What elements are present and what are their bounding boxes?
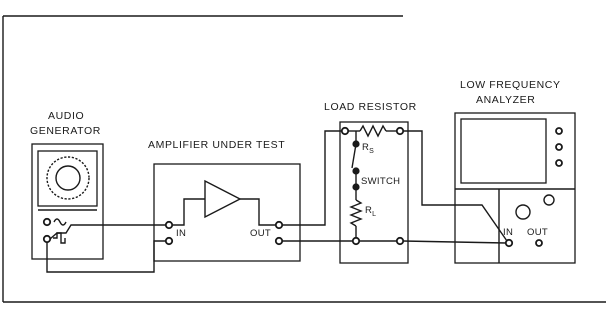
load-resistor-box: RS SWITCH RL	[339, 121, 409, 264]
analyzer-knob-3	[555, 159, 563, 167]
frequency-dial	[46, 156, 90, 200]
analyzer-out-label: OUT	[527, 227, 548, 238]
amp-out-label: OUT	[250, 228, 271, 239]
analyzer-knob-2	[555, 143, 563, 151]
frame	[2, 15, 606, 303]
wiring	[46, 130, 508, 273]
amplifier-label: AMPLIFIER UNDER TEST	[148, 139, 285, 151]
amp-out-terminal	[274, 220, 284, 230]
amp-in-ground-terminal	[164, 236, 174, 246]
load-ground-left-terminal	[351, 236, 361, 246]
analyzer-screen	[460, 118, 547, 184]
switch-label: SWITCH	[361, 176, 400, 187]
sine-output-terminal	[42, 217, 52, 227]
rl-label: RL	[365, 205, 376, 218]
amp-in-label: IN	[176, 228, 186, 239]
amp-in-terminal	[164, 220, 174, 230]
load-out-terminal	[395, 126, 405, 136]
rs-resistor-icon	[359, 124, 387, 138]
analyzer-small-knob	[543, 194, 555, 206]
frequency-dial-knob	[55, 165, 81, 191]
rl-resistor-icon	[349, 199, 363, 227]
analyzer-large-knob	[515, 204, 531, 220]
audio-generator-label-1: AUDIO	[48, 110, 84, 122]
analyzer-out-terminal	[535, 239, 543, 247]
square-output-terminal	[42, 234, 52, 244]
sine-wave-icon	[53, 218, 67, 226]
amp-out-ground-terminal	[274, 236, 284, 246]
audio-generator	[31, 143, 104, 260]
analyzer-label-1: LOW FREQUENCY	[460, 79, 561, 91]
load-resistor-label: LOAD RESISTOR	[324, 101, 417, 113]
analyzer-label-2: ANALYZER	[476, 94, 535, 106]
amplifier-under-test: IN OUT	[153, 163, 301, 262]
analyzer-knob-1	[555, 127, 563, 135]
load-ground-right-terminal	[395, 236, 405, 246]
audio-generator-label-2: GENERATOR	[30, 125, 101, 137]
low-frequency-analyzer: IN OUT	[454, 112, 576, 264]
rs-label: RS	[362, 142, 374, 155]
load-in-terminal	[340, 126, 350, 136]
analyzer-in-label: IN	[503, 227, 513, 238]
